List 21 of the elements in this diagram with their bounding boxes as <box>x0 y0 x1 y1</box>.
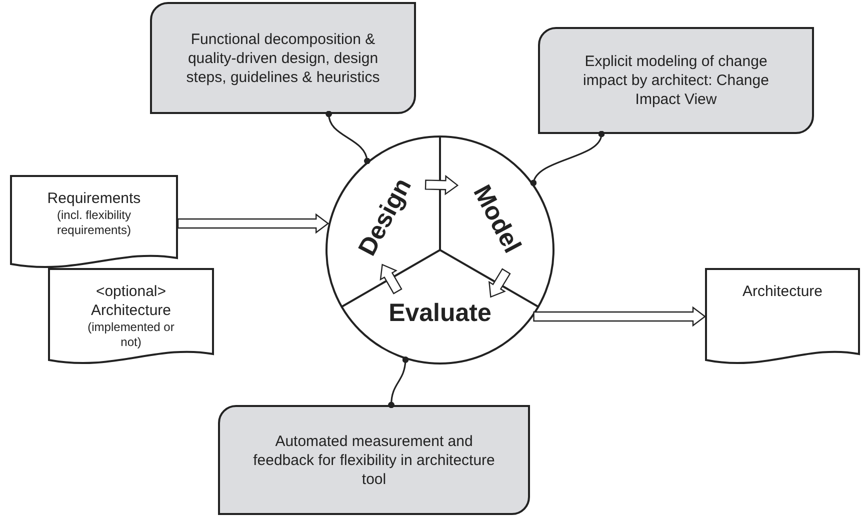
document-title: Architecture <box>90 301 172 320</box>
block-arrow <box>380 264 402 294</box>
phase-label: Evaluate <box>388 299 492 327</box>
block-arrow <box>533 306 706 327</box>
document-title: Architecture <box>742 282 823 301</box>
callout-box <box>538 27 814 134</box>
callout-box <box>150 2 416 114</box>
document-title: <optional> <box>96 282 166 301</box>
callout-text: Explicit modeling of change impact by architect: Change Impact View <box>582 52 770 109</box>
document-note: (implemented or not) <box>86 320 176 350</box>
block-arrow <box>424 174 459 196</box>
block-arrow <box>488 268 511 298</box>
document-note: (incl. flexibility requirements) <box>56 208 132 238</box>
document-title: Requirements <box>47 189 141 208</box>
callout-text: Automated measurement and feedback for flexibility in architecture tool <box>252 432 496 488</box>
leader-line <box>388 356 409 408</box>
leader-line <box>326 110 370 164</box>
leader-line <box>530 130 605 186</box>
block-arrow <box>177 213 330 234</box>
callout-box <box>218 405 530 515</box>
callout-text: Functional decomposition & quality-driven design, design steps, guidelines & heuristics <box>185 30 381 86</box>
